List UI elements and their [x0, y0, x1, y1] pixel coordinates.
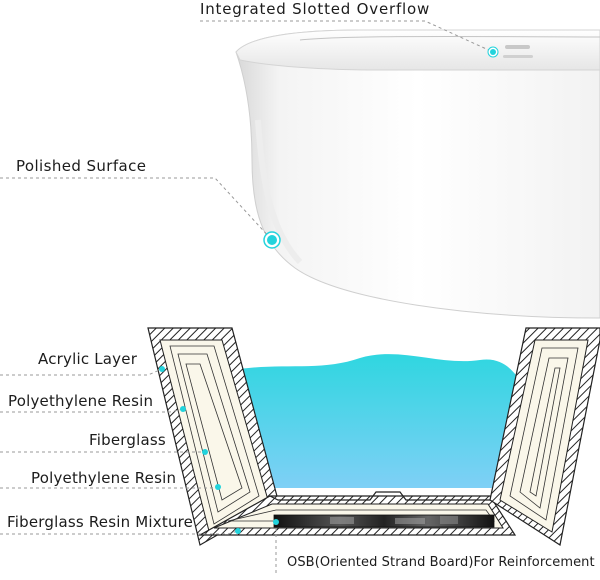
osb-label: OSB(Oriented Strand Board)For Reinforcem…	[287, 555, 595, 570]
polyethylene-resin-label-1: Polyethylene Resin	[8, 392, 154, 410]
overflow-leader-line	[200, 20, 494, 53]
poly1-marker-icon	[180, 406, 186, 412]
fiberglass-label: Fiberglass	[89, 431, 166, 449]
fiberglass-resin-mixture-label: Fiberglass Resin Mixture	[7, 513, 194, 531]
polyethylene-resin-label-2: Polyethylene Resin	[31, 469, 177, 487]
poly1-leader-line	[0, 408, 184, 413]
osb-board	[273, 514, 495, 528]
polished-callout-label: Polished Surface	[16, 157, 147, 175]
cross-section	[147, 327, 600, 546]
osb-marker-icon	[273, 519, 279, 525]
polished-marker-icon	[263, 231, 281, 249]
acrylic-marker-icon	[159, 366, 165, 372]
water-fill	[234, 354, 516, 488]
mixture-leader-line	[0, 530, 239, 535]
acrylic-layer-label: Acrylic Layer	[38, 350, 138, 368]
acrylic-leader-line	[0, 368, 163, 376]
mixture-marker-icon	[235, 528, 241, 534]
fiber-marker-icon	[202, 449, 208, 455]
poly2-marker-icon	[215, 484, 221, 490]
bathtub-render	[235, 29, 600, 319]
poly2-leader-line	[0, 486, 219, 489]
overflow-callout-label: Integrated Slotted Overflow	[200, 0, 431, 18]
polished-leader-line	[0, 177, 273, 241]
overflow-marker-icon	[487, 46, 499, 58]
